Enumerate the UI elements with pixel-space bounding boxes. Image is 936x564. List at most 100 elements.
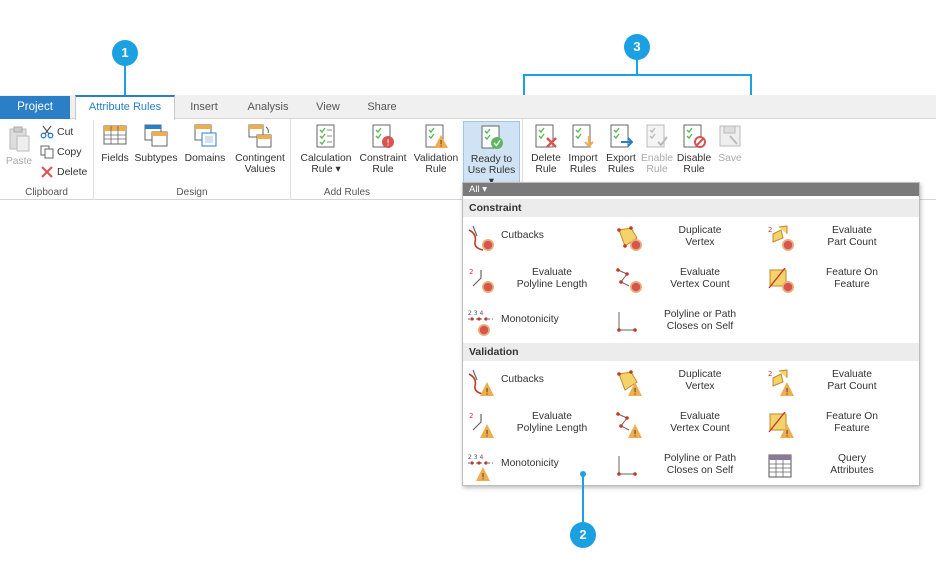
callout-3: 3 <box>624 34 650 60</box>
polyline-closes-on-self-warning-icon <box>617 456 637 476</box>
disable-rule-icon <box>683 124 706 148</box>
disable-rule-button[interactable]: Disable Rule <box>675 122 713 175</box>
item-label-1: Duplicate <box>678 369 722 380</box>
monotonicity-warning-icon: 2 3 4! <box>468 454 493 482</box>
paste-icon <box>9 126 30 152</box>
paste-label: Paste <box>5 156 33 167</box>
validation-rule-button[interactable]: ! Validation Rule <box>411 122 461 175</box>
import-rules-label-1: Import <box>568 153 598 164</box>
gallery-filter-bar[interactable]: All ▾ <box>463 183 919 196</box>
tab-insert[interactable]: Insert <box>190 101 218 113</box>
enable-rule-button[interactable]: Enable Rule <box>639 122 675 175</box>
constraint-rule-button[interactable]: ! Constraint Rule <box>357 122 409 175</box>
svg-text:!: ! <box>785 388 789 398</box>
cutbacks-error-icon <box>468 225 494 251</box>
item-label-1: Evaluate <box>831 369 873 380</box>
cutbacks-warning-icon: ! <box>468 369 494 398</box>
save-button[interactable]: Save <box>715 122 745 164</box>
item-label-1: Polyline or Path <box>663 453 737 464</box>
export-rules-button[interactable]: Export Rules <box>603 122 639 175</box>
validation-cutbacks[interactable]: ! Cutbacks <box>467 365 617 403</box>
item-label-2: Polyline Length <box>516 422 588 434</box>
import-rules-icon <box>572 124 594 148</box>
svg-text:2: 2 <box>469 412 473 420</box>
export-rules-label-1: Export <box>606 153 636 164</box>
delete-x-icon <box>41 166 53 178</box>
group-label-design: Design <box>176 187 208 198</box>
item-label-2: Vertex <box>685 380 715 392</box>
disable-rule-label-1: Disable <box>676 153 712 164</box>
item-label-2: Polyline Length <box>516 278 588 290</box>
tab-view[interactable]: View <box>316 101 340 113</box>
item-label-2: Closes on Self <box>666 464 734 476</box>
validation-monotonicity[interactable]: 2 3 4! Monotonicity <box>467 449 617 487</box>
disable-rule-label-2: Rule <box>683 164 705 175</box>
domains-button[interactable]: Domains <box>182 122 228 164</box>
delete-rule-button[interactable]: Delete Rule <box>529 122 563 175</box>
constraint-label-1: Constraint <box>359 153 407 164</box>
fields-button[interactable]: Fields <box>100 122 130 164</box>
group-clipboard: Paste Cut Copy Delete Clipboard <box>0 119 94 200</box>
contingent-label-1: Contingent <box>235 153 285 164</box>
group-manage-rules: Delete Rule Import Rules Export Rules En… <box>523 119 749 200</box>
validation-rule-icon: ! <box>425 124 448 150</box>
delete-button[interactable]: Delete <box>40 163 87 181</box>
contingent-values-button[interactable]: Contingent Values <box>232 122 288 175</box>
tab-analysis[interactable]: Analysis <box>247 101 289 113</box>
save-icon <box>719 125 741 147</box>
evaluate-polyline-length-error-icon: 2 <box>469 268 494 293</box>
enable-rule-label-1: Enable <box>640 153 674 164</box>
constraint-label-2: Rule <box>372 164 394 175</box>
paste-button[interactable]: Paste <box>4 125 34 167</box>
item-label-1: Polyline or Path <box>663 309 737 320</box>
callout-1-line <box>124 60 126 96</box>
fields-label: Fields <box>101 153 129 164</box>
subtypes-table-icon <box>144 124 168 147</box>
evaluate-part-count-error-icon: 2 <box>768 225 794 251</box>
tab-project[interactable]: Project <box>0 96 70 119</box>
svg-text:2: 2 <box>469 268 473 276</box>
tab-attribute-rules[interactable]: Attribute Rules <box>75 95 175 120</box>
item-label-2: Closes on Self <box>666 320 734 332</box>
item-label-1: Query <box>837 453 867 464</box>
group-add-rules: Calculation Rule ▾ ! Constraint Rule ! V… <box>291 119 523 200</box>
callout-3-stem <box>636 58 638 75</box>
constraint-monotonicity[interactable]: 2 3 4 Monotonicity <box>467 305 617 343</box>
tab-share[interactable]: Share <box>367 101 397 113</box>
copy-button[interactable]: Copy <box>40 143 82 161</box>
delete-label: Delete <box>57 166 88 178</box>
contingent-values-icon <box>248 124 272 148</box>
item-label: Monotonicity <box>501 458 559 469</box>
svg-text:!: ! <box>485 388 489 398</box>
domains-icon <box>194 124 217 147</box>
subtypes-button[interactable]: Subtypes <box>134 122 178 164</box>
cut-button[interactable]: Cut <box>40 123 73 141</box>
calculation-rule-button[interactable]: Calculation Rule ▾ <box>297 122 355 175</box>
ready-to-use-rules-button[interactable]: Ready to Use Rules ▾ <box>463 121 520 187</box>
item-label-2: Part Count <box>827 236 877 248</box>
polyline-closes-on-self-error-icon <box>617 312 637 332</box>
item-label-2: Vertex Count <box>670 422 730 434</box>
group-label-clipboard: Clipboard <box>25 187 68 198</box>
constraint-cutbacks[interactable]: Cutbacks <box>467 221 617 259</box>
import-rules-button[interactable]: Import Rules <box>565 122 601 175</box>
ready-to-use-rules-icon <box>481 125 503 149</box>
gallery-filter-label[interactable]: All ▾ <box>469 184 487 195</box>
monotonicity-error-icon: 2 3 4 <box>468 310 493 336</box>
item-label-2: Feature <box>834 422 870 434</box>
validation-label-2: Rule <box>425 164 447 175</box>
callout-1: 1 <box>112 40 138 66</box>
